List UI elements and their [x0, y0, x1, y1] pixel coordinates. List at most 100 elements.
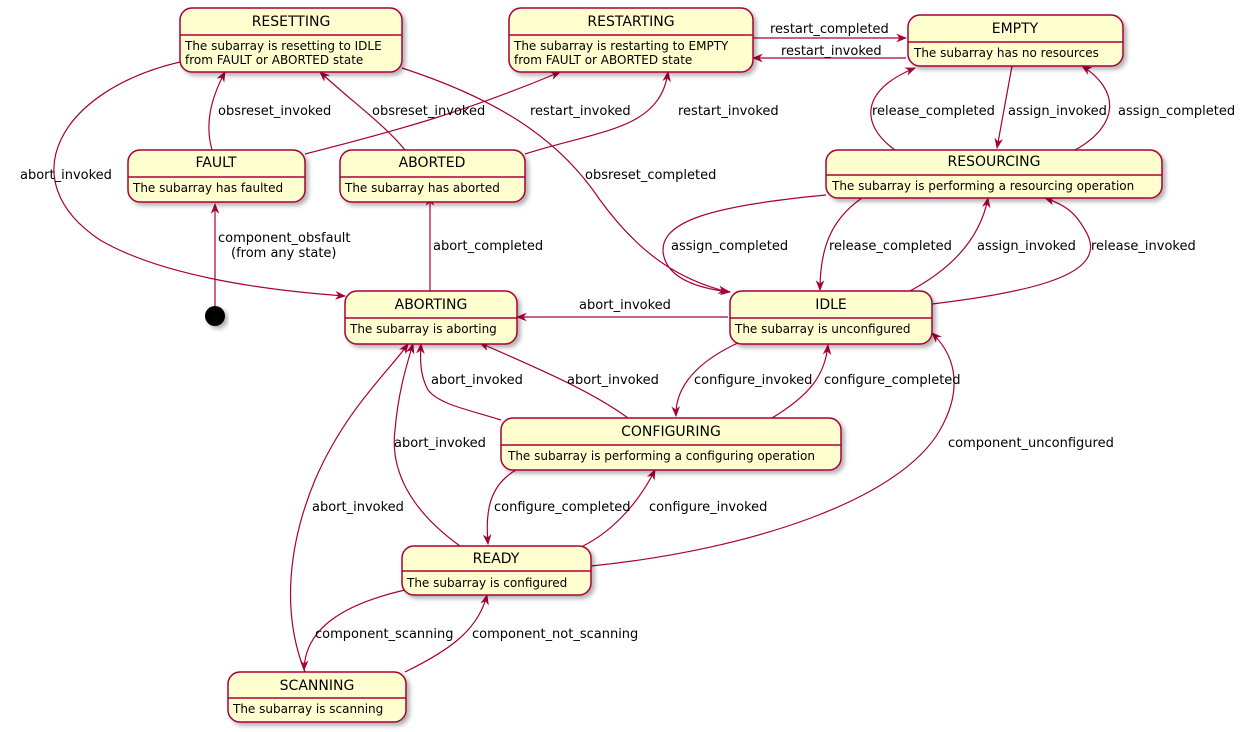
edge-assign-completed-empty: [1074, 65, 1111, 151]
state-aborted: ABORTED The subarray has aborted: [339, 149, 526, 203]
edge-obsreset-invoked-fault: [208, 71, 226, 151]
state-restarting-box: [508, 7, 754, 73]
state-fault: FAULT The subarray has faulted: [127, 149, 306, 203]
edge-abort-invoked-scanning: [289, 343, 409, 673]
state-resourcing: RESOURCING The subarray is performing a …: [825, 149, 1163, 199]
state-ready-title: READY: [473, 551, 520, 567]
state-fault-title: FAULT: [195, 155, 236, 171]
state-fault-desc: The subarray has faulted: [132, 181, 283, 195]
edges: [53, 33, 1111, 673]
edge-component-not-scanning: [404, 593, 489, 673]
edge-component-unconfigured: [590, 332, 955, 567]
state-empty-desc: The subarray has no resources: [913, 46, 1099, 60]
edge-component-scanning: [299, 589, 406, 672]
state-resetting-box: [179, 7, 403, 73]
label-abort-invoked-cfg-left: abort_invoked: [431, 373, 523, 388]
label-abort-invoked-ready: abort_invoked: [394, 436, 486, 451]
label-component-obsfault: component_obsfault: [218, 231, 351, 246]
state-scanning-title: SCANNING: [280, 678, 355, 694]
edge-obsreset-completed: [401, 67, 730, 294]
edge-abort-invoked-resetting: [53, 61, 347, 300]
state-aborting-title: ABORTING: [395, 297, 468, 313]
edge-release-completed-empty: [870, 67, 917, 151]
state-resetting-desc-2: from FAULT or ABORTED state: [185, 53, 363, 67]
state-aborted-desc: The subarray has aborted: [344, 181, 500, 195]
label-configure-invoked-ready: configure_invoked: [649, 500, 767, 515]
state-idle: IDLE The subarray is unconfigured: [729, 290, 933, 345]
label-configure-completed-idle: configure_completed: [824, 373, 961, 388]
state-configuring: CONFIGURING The subarray is performing a…: [500, 417, 842, 471]
state-scanning-desc: The subarray is scanning: [232, 702, 383, 716]
label-release-invoked: release_invoked: [1091, 239, 1196, 254]
label-component-unconfigured: component_unconfigured: [948, 436, 1114, 451]
state-restarting-title: RESTARTING: [587, 14, 674, 30]
edge-assign-invoked-idle: [907, 196, 991, 293]
edge-configure-completed-idle: [771, 343, 832, 419]
edge-configure-invoked-ready: [582, 469, 656, 547]
state-empty-box: [907, 14, 1124, 67]
state-restarting-desc-1: The subarray is restarting to EMPTY: [513, 39, 729, 53]
label-component-not-scanning: component_not_scanning: [472, 627, 638, 642]
label-restart-completed: restart_completed: [770, 22, 889, 37]
state-empty: EMPTY The subarray has no resources: [907, 14, 1124, 67]
state-configuring-desc: The subarray is performing a configuring…: [507, 449, 815, 463]
label-abort-invoked-idle: abort_invoked: [579, 298, 671, 313]
state-fault-box: [127, 149, 306, 203]
label-configure-completed-ready: configure_completed: [494, 500, 631, 515]
label-restart-invoked-aborted: restart_invoked: [678, 104, 779, 119]
label-restart-invoked-empty: restart_invoked: [781, 44, 882, 59]
state-idle-title: IDLE: [815, 297, 847, 313]
state-empty-title: EMPTY: [992, 21, 1039, 37]
state-restarting-desc-2: from FAULT or ABORTED state: [514, 53, 692, 67]
label-abort-completed: abort_completed: [433, 239, 543, 254]
state-aborted-box: [339, 149, 526, 203]
label-abort-invoked-resetting: abort_invoked: [20, 168, 112, 183]
state-resourcing-box: [825, 149, 1163, 199]
state-ready-desc: The subarray is configured: [406, 576, 567, 590]
label-assign-invoked-empty: assign_invoked: [1008, 104, 1107, 119]
edge-obsreset-invoked-aborted: [319, 71, 406, 151]
state-aborting: ABORTING The subarray is aborting: [344, 290, 518, 345]
edge-abort-invoked-cfg-left: [416, 342, 502, 421]
edge-release-invoked: [931, 197, 1092, 305]
label-assign-completed-empty: assign_completed: [1118, 104, 1235, 119]
state-configuring-box: [500, 417, 842, 471]
state-resetting-title: RESETTING: [252, 14, 331, 30]
edge-configure-completed-ready: [482, 469, 517, 546]
label-obsreset-completed: obsreset_completed: [585, 168, 716, 183]
state-scanning: SCANNING The subarray is scanning: [227, 671, 407, 723]
label-component-scanning: component_scanning: [315, 627, 454, 642]
state-resetting: RESETTING The subarray is resetting to I…: [179, 7, 403, 73]
state-resourcing-desc: The subarray is performing a resourcing …: [831, 179, 1134, 193]
initial-state-dot: [205, 306, 225, 326]
edge-abort-invoked-ready: [393, 342, 461, 547]
label-release-completed-idle: release_completed: [829, 239, 952, 254]
edge-configure-invoked-idle: [671, 341, 741, 418]
edge-abort-invoked-cfg-right: [479, 342, 629, 419]
state-resourcing-title: RESOURCING: [948, 154, 1041, 170]
label-from-any-state: (from any state): [231, 246, 337, 261]
edge-assign-invoked-empty: [994, 65, 1013, 150]
label-release-completed-empty: release_completed: [872, 104, 995, 119]
state-ready: READY The subarray is configured: [401, 545, 592, 596]
state-resetting-desc-1: The subarray is resetting to IDLE: [184, 39, 382, 53]
edge-assign-completed-idle: [662, 194, 827, 296]
state-scanning-box: [227, 671, 407, 723]
state-configuring-title: CONFIGURING: [621, 424, 721, 440]
label-obsreset-invoked-aborted: obsreset_invoked: [372, 104, 485, 119]
label-configure-invoked-idle: configure_invoked: [694, 373, 812, 388]
edge-restart-invoked-fault: [304, 71, 561, 155]
state-idle-desc: The subarray is unconfigured: [734, 322, 911, 336]
state-aborted-title: ABORTED: [399, 155, 466, 171]
edge-labels: restart_completed restart_invoked obsres…: [20, 22, 1235, 642]
state-aborting-desc: The subarray is aborting: [349, 322, 497, 336]
label-abort-invoked-cfg-right: abort_invoked: [567, 373, 659, 388]
label-restart-invoked-fault: restart_invoked: [530, 104, 631, 119]
label-abort-invoked-scanning: abort_invoked: [312, 500, 404, 515]
label-assign-invoked-idle: assign_invoked: [977, 239, 1076, 254]
label-obsreset-invoked-fault: obsreset_invoked: [218, 104, 331, 119]
label-assign-completed-idle: assign_completed: [671, 239, 788, 254]
state-restarting: RESTARTING The subarray is restarting to…: [508, 7, 754, 73]
